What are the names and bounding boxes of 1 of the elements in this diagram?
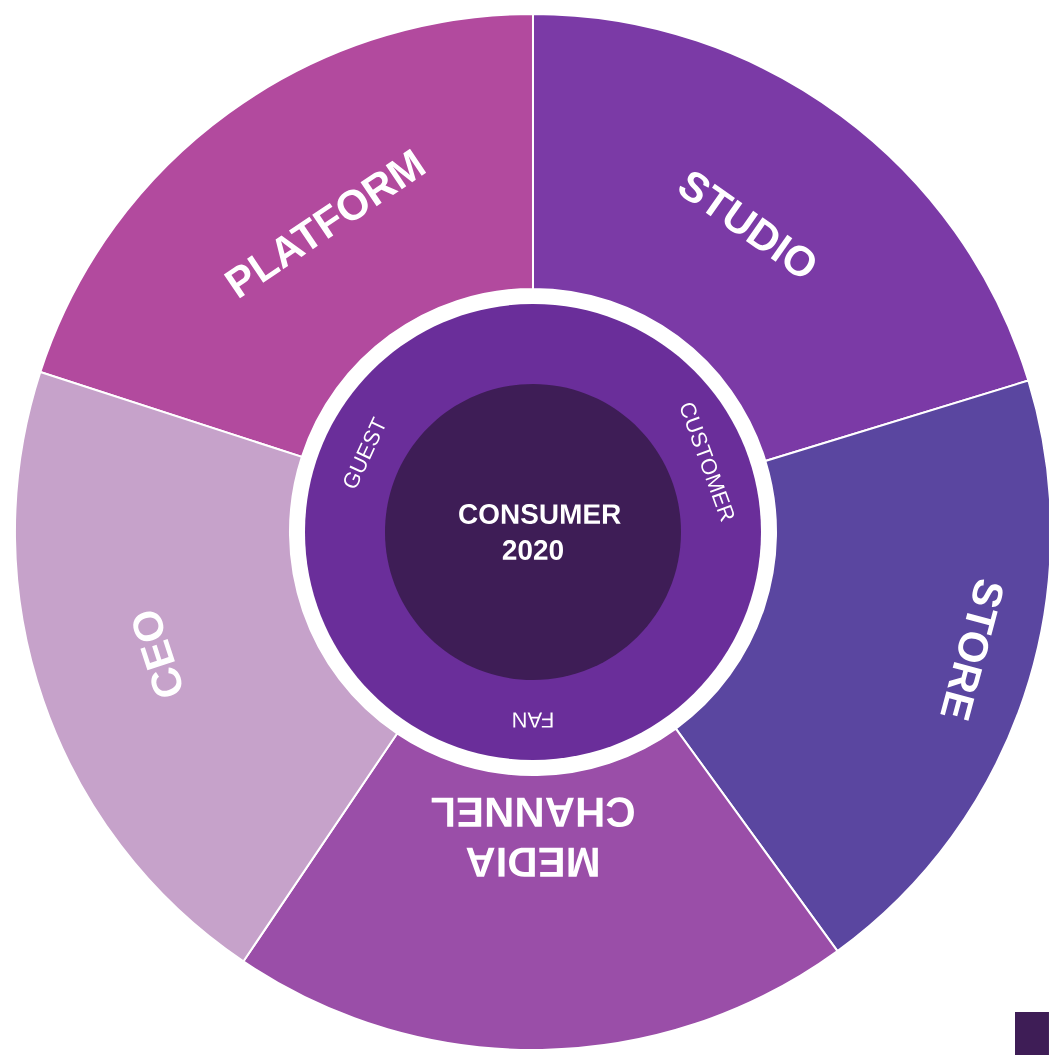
wheel-segment: MEDIA CHANNEL (242, 727, 839, 1051)
